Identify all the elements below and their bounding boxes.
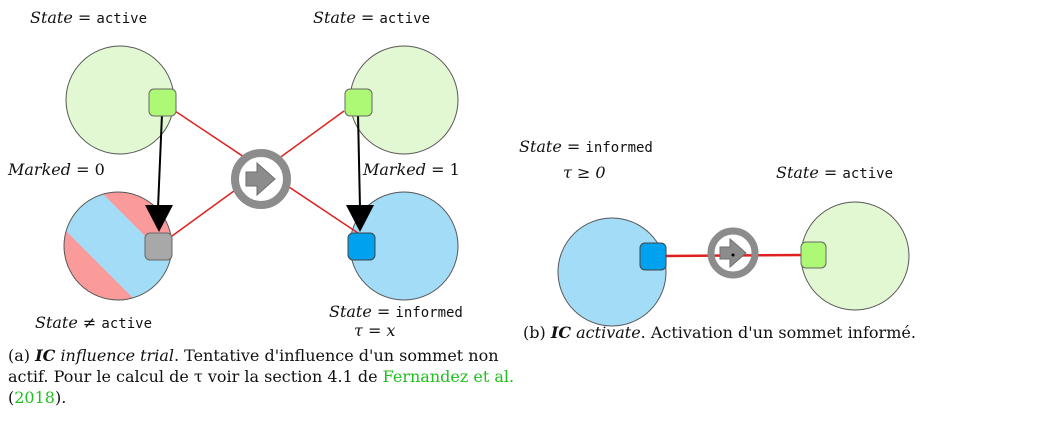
label-var: State bbox=[313, 8, 356, 27]
caption-text: . Activation d'un sommet informé. bbox=[640, 323, 916, 342]
label-op: = bbox=[376, 302, 391, 321]
label-a-top-left: State = active bbox=[30, 8, 147, 29]
caption-suffix: ). bbox=[54, 388, 67, 407]
label-var: State bbox=[35, 313, 78, 332]
label-op: = bbox=[77, 8, 92, 27]
label-var: Marked bbox=[8, 160, 71, 179]
arrow-a-right bbox=[357, 113, 361, 209]
label-var: Marked bbox=[363, 160, 426, 179]
caption-prefix: (a) bbox=[8, 346, 31, 365]
node-b-left bbox=[557, 217, 667, 327]
caption-b: (b) IC activate. Activation d'un sommet … bbox=[523, 322, 1043, 343]
caption-text: . Tentative d'influence d'un sommet non … bbox=[8, 346, 499, 386]
port-b-left bbox=[639, 242, 667, 271]
label-val: active bbox=[96, 11, 147, 27]
label-op: = bbox=[76, 160, 90, 179]
label-op: = bbox=[431, 160, 445, 179]
label-op: = bbox=[823, 163, 838, 182]
port-a-bottom-right bbox=[347, 232, 376, 261]
label-op: = bbox=[360, 8, 375, 27]
label-val: active bbox=[842, 166, 893, 182]
label-a-top-right: State = active bbox=[313, 8, 430, 29]
port-a-bottom-left bbox=[144, 232, 173, 261]
arrow-a-left bbox=[157, 113, 163, 209]
label-var: State bbox=[519, 137, 562, 156]
arrow-a-left-head bbox=[145, 205, 173, 232]
citation-link[interactable]: Fernandez et al. bbox=[382, 367, 515, 386]
caption-prefix: (b) bbox=[523, 323, 546, 342]
label-a-bottom-left: State ≠ active bbox=[35, 313, 152, 334]
label-op: = bbox=[566, 137, 581, 156]
caption-name: IC bbox=[550, 323, 572, 342]
label-val: 0 bbox=[94, 160, 105, 179]
label-val: active bbox=[101, 316, 152, 332]
label-val: informed bbox=[395, 305, 463, 321]
transition-icon-a bbox=[231, 149, 291, 209]
port-a-top-right bbox=[344, 88, 373, 117]
label-op: ≠ bbox=[82, 313, 97, 332]
label-val: 1 bbox=[449, 160, 460, 179]
label-a-bottom-right: State = informed bbox=[329, 302, 463, 323]
label-b-right: State = active bbox=[776, 163, 893, 184]
caption-title: activate bbox=[576, 323, 641, 342]
caption-a: (a) IC influence trial. Tentative d'infl… bbox=[8, 346, 515, 407]
node-a-bottom-left bbox=[63, 191, 173, 301]
label-val: active bbox=[379, 11, 430, 27]
label-var: State bbox=[776, 163, 819, 182]
label-var: State bbox=[30, 8, 73, 27]
citation-year-link[interactable]: 2018 bbox=[14, 388, 55, 407]
label-b-tau: τ ≥ 0 bbox=[563, 163, 606, 182]
caption-name: IC bbox=[35, 346, 56, 365]
caption-title: influence trial bbox=[60, 346, 174, 365]
label-val: informed bbox=[585, 140, 653, 156]
port-b-right bbox=[800, 241, 827, 269]
label-a-mid-right: Marked = 1 bbox=[363, 160, 460, 180]
label-b-left: State = informed bbox=[519, 137, 653, 158]
label-a-mid-left: Marked = 0 bbox=[8, 160, 105, 180]
port-a-top-left bbox=[148, 88, 177, 117]
label-var: State bbox=[329, 302, 372, 321]
arrow-a-right-head bbox=[346, 205, 374, 232]
transition-icon-b bbox=[707, 227, 759, 279]
label-a-tau: τ = x bbox=[354, 321, 396, 340]
